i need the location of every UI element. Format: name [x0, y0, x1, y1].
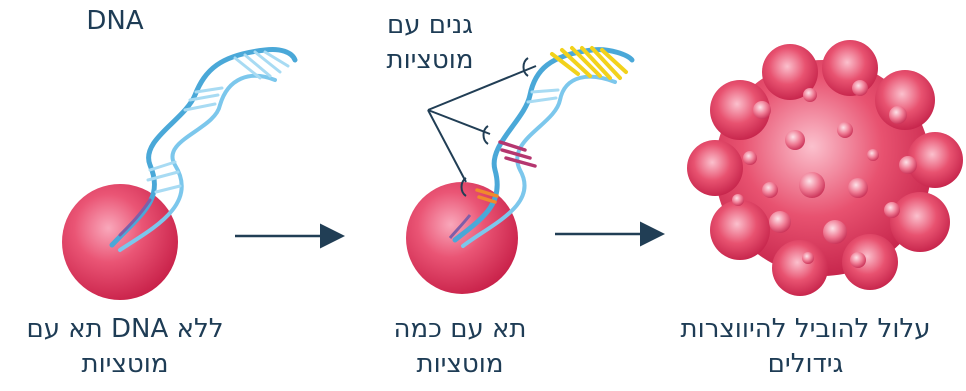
mutation-pointers [427, 57, 537, 197]
cell-3-caption: עלול להוביל להיווצרות גידולים [648, 312, 963, 382]
dna-helix-1 [109, 47, 298, 252]
cell-1-group [62, 47, 298, 300]
cell-3-caption-line-1: עלול להוביל להיווצרות [680, 314, 931, 344]
cell-2-group [406, 46, 635, 294]
dna-label-text: DNA [86, 6, 144, 36]
mutation-yellow [550, 46, 628, 80]
cell-3-caption-line-2: גידולים [767, 349, 844, 380]
cell-2-caption: תא עם כמה מוטציות [355, 312, 565, 382]
cell-2-caption-line-1: תא עם כמה [393, 314, 527, 344]
mutated-genes-line-1: גנים עם [387, 10, 473, 40]
mutation-magenta [498, 140, 537, 168]
dna-label: DNA [75, 4, 155, 39]
cell-1 [62, 184, 178, 300]
cell-1-caption-line-1: תא עם DNA ללא [26, 314, 224, 344]
mutated-genes-line-2: מוטציות [386, 45, 474, 76]
cell-2 [406, 182, 518, 294]
tumor [687, 40, 963, 296]
cell-1-caption: תא עם DNA ללא מוטציות [0, 312, 250, 382]
cell-2-caption-line-2: מוטציות [416, 349, 504, 380]
dna-helix-2 [452, 47, 635, 248]
tumor-bumps [732, 80, 917, 268]
mutated-genes-label: גנים עם מוטציות [355, 8, 505, 78]
mutation-orange [475, 188, 499, 204]
cell-1-caption-line-2: מוטציות [81, 349, 169, 380]
